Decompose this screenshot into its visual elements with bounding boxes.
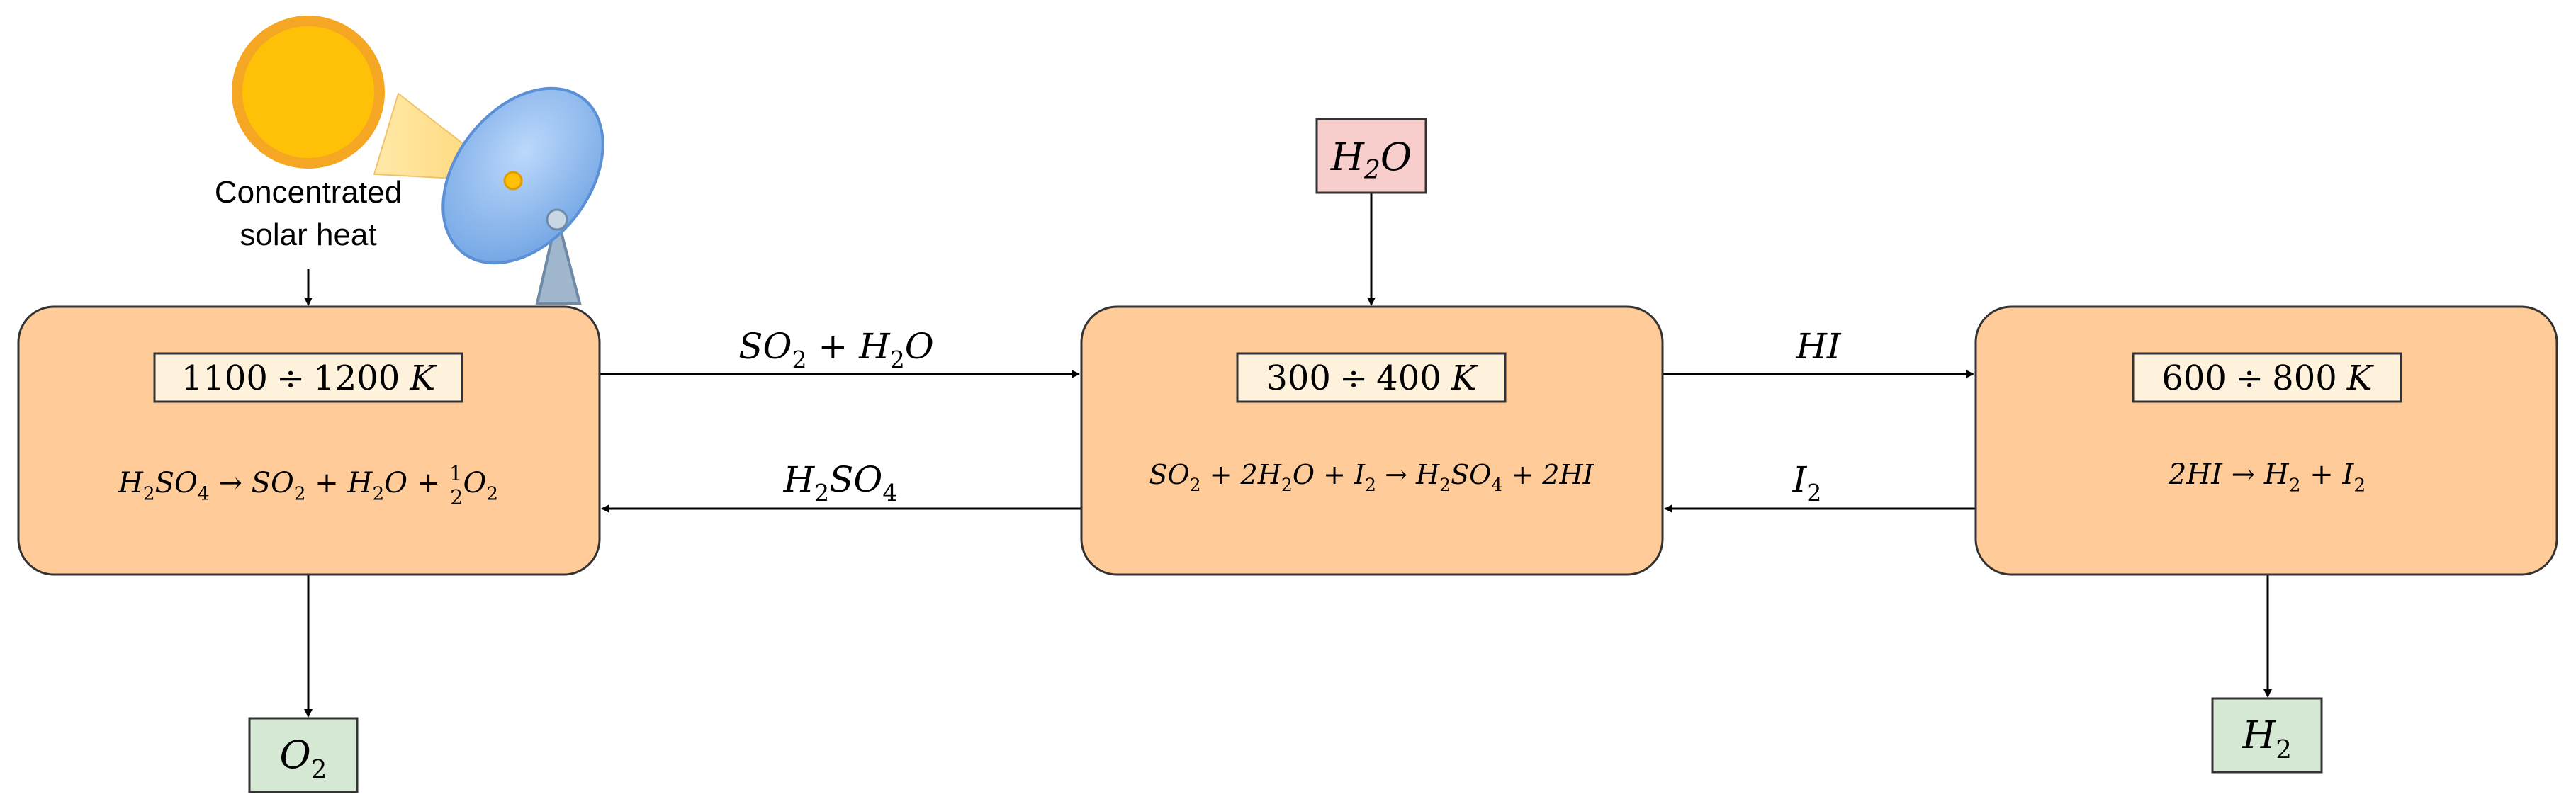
solar-dish-icon — [441, 86, 604, 305]
reactor-box — [1080, 305, 1664, 576]
temperature-box — [2132, 352, 2402, 403]
solar-heat-label-line2: solar heat — [240, 217, 376, 252]
oxygen-output: O2 — [248, 717, 359, 793]
reactor-box — [17, 305, 601, 576]
fraction-denominator: 2 — [450, 485, 463, 509]
water-input-box — [1315, 118, 1427, 194]
flow-label-i2: I2 — [1792, 459, 1822, 507]
solar-heat-label-line1: Concentrated — [215, 175, 402, 210]
temperature-box — [153, 352, 463, 403]
flow-label-so2-h2o: SO2 + H2O — [738, 326, 934, 373]
hydrogen-output-box — [2211, 697, 2323, 774]
sun-icon — [232, 16, 385, 169]
hydrogen-output: H2 — [2211, 697, 2323, 774]
flow-label-hi: HI — [1795, 326, 1842, 367]
dish-hub — [546, 208, 568, 231]
oxygen-output-label: O2 — [280, 732, 327, 784]
water-input-label: H2O — [1330, 135, 1412, 185]
dish-stand — [535, 215, 582, 305]
temperature-box — [1236, 352, 1507, 403]
reaction-equation: SO2 + 2H2O + I2 → H2SO4 + 2HI — [1149, 459, 1594, 495]
reactor-box — [1974, 305, 2558, 576]
water-input: H2O — [1315, 118, 1427, 194]
oxygen-output-box — [248, 717, 359, 793]
fraction-numerator: 1 — [449, 461, 462, 485]
flow-label-h2so4: H2SO4 — [783, 459, 898, 507]
dish-focus — [503, 171, 523, 191]
hydrogen-output-label: H2 — [2242, 713, 2292, 764]
reaction-equation: 2HI → H2 + I2 — [2168, 458, 2366, 496]
